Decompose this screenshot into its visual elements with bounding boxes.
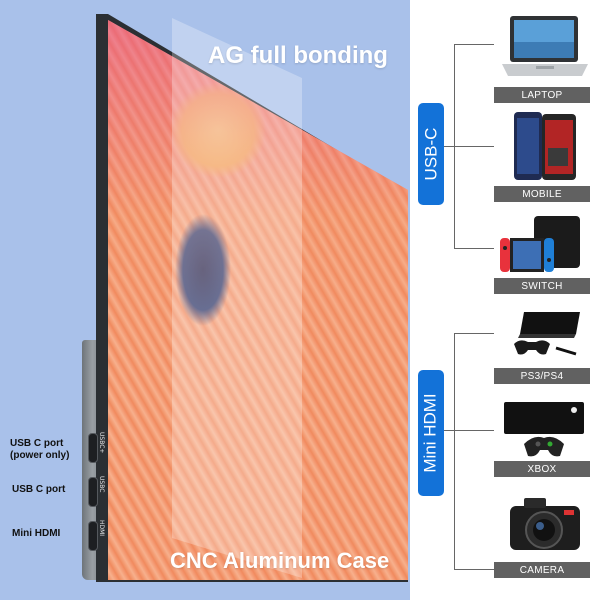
headline-ag-full-bonding: AG full bonding [208,42,388,69]
device-label-xbox: XBOX [494,461,590,477]
laptop-icon [502,16,588,76]
label-mini-hdmi: Mini HDMI [12,528,61,539]
game-console-xbox-icon [504,402,584,457]
mini-hdmi-group-label: Mini HDMI [421,393,440,473]
bracket-branch-camera [454,569,494,570]
mini-hdmi-group-badge: Mini HDMI [418,370,444,496]
port-engraving: USBC [98,476,105,493]
usb-c-group-label: USB-C [421,127,440,181]
headline-cnc-aluminum-case: CNC Aluminum Case [170,548,390,573]
game-console-ps4-icon [514,312,580,356]
smartphone-icon [514,112,576,180]
device-label-camera: CAMERA [494,562,590,578]
device-label-switch: SWITCH [494,278,590,294]
bracket-vertical-mini-hdmi [454,333,455,570]
game-console-switch-icon [500,216,580,272]
bracket-branch-xbox [454,430,494,431]
bracket-branch-switch [454,248,494,249]
device-label-laptop: LAPTOP [494,87,590,103]
port-slot [88,477,98,507]
port-engraving: USBC+ [98,432,105,454]
label-usb-c: USB C port [12,484,66,495]
device-label-ps: PS3/PS4 [494,368,590,384]
port-slot [88,521,98,551]
bracket-branch-mobile [454,146,494,147]
label-usb-c-power-line2: (power only) [10,450,70,461]
mini-hdmi-port: HDMI [84,518,106,552]
ag-glass-layer [172,18,302,578]
usb-c-port: USBC [84,474,106,508]
device-label-mobile: MOBILE [494,186,590,202]
port-engraving: HDMI [98,520,105,537]
bracket-branch-ps [454,333,494,334]
bracket-branch-laptop [454,44,494,45]
usb-c-power-port: USBC+ [84,430,106,464]
usb-c-group-badge: USB-C [418,103,444,205]
label-usb-c-power-line1: USB C port [10,438,64,449]
camera-icon [510,498,580,550]
port-slot [88,433,98,463]
